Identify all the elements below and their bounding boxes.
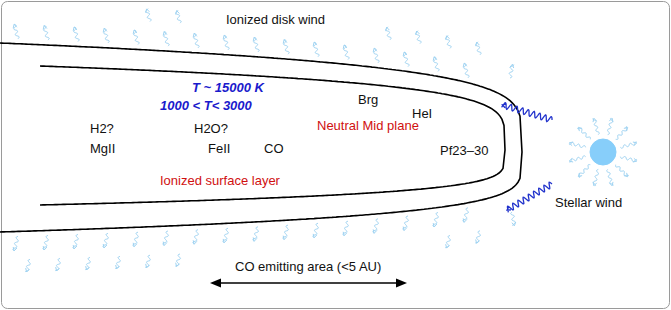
wind-squiggle (578, 165, 590, 178)
co-extent-arrow (210, 279, 407, 288)
wind-squiggle (463, 63, 469, 78)
wind-squiggle (433, 57, 439, 72)
wind-squiggle (193, 230, 198, 245)
wind-squiggle (253, 227, 258, 242)
label: Neutral Mid plane (315, 118, 421, 133)
label: CO (262, 141, 286, 156)
wind-squiggle (163, 32, 169, 46)
wind-squiggle (73, 235, 78, 249)
wind-squiggles (13, 9, 516, 272)
extent-line (218, 282, 399, 284)
arrowhead (210, 279, 221, 288)
wind-squiggle (283, 40, 289, 55)
wind-squiggle (223, 228, 228, 243)
wind-squiggle (313, 223, 318, 238)
wind-squiggle (43, 236, 48, 251)
wind-squiggle (103, 28, 109, 43)
wind-squiggle (446, 35, 452, 48)
neutral-midplane-boundary (40, 66, 505, 205)
wind-squiggle (403, 52, 409, 67)
wind-squiggle (616, 126, 628, 139)
label: FeII (206, 141, 232, 156)
wind-squiggle (373, 219, 378, 234)
wind-squiggle (103, 233, 108, 248)
wind-squiggle (608, 118, 614, 135)
label: Stellar wind (553, 195, 624, 210)
wind-squiggle (403, 216, 408, 231)
disk-outer-surface (0, 43, 522, 232)
arrowhead (396, 279, 407, 288)
wind-squiggle (416, 31, 422, 44)
wind-squiggle (85, 258, 90, 271)
wind-squiggle (145, 255, 150, 268)
wind-squiggle (620, 157, 637, 163)
wind-squiggle (445, 236, 450, 249)
label: Ionized disk wind (224, 12, 327, 27)
wind-squiggle (146, 9, 152, 22)
wind-squiggle (313, 42, 319, 57)
label: T ~ 15000 K (190, 80, 266, 95)
label: MgII (88, 141, 117, 156)
wind-squiggle (607, 169, 614, 185)
label: H2O? (192, 121, 230, 136)
wind-squiggle (13, 236, 18, 251)
label: H2? (88, 121, 116, 136)
wind-squiggle (475, 231, 480, 244)
wind-squiggle (43, 26, 49, 40)
label: Brg (356, 92, 380, 107)
wind-squiggle (386, 27, 392, 40)
wind-squiggle (569, 156, 585, 163)
wind-squiggle (620, 142, 636, 149)
wind-squiggle (223, 35, 229, 50)
wind-squiggle (616, 165, 629, 177)
wind-squiggle (343, 221, 348, 236)
wind-squiggle (569, 142, 586, 148)
wind-squiggle (577, 127, 590, 139)
wind-squiggle (133, 30, 139, 45)
wind-squiggle (133, 232, 138, 247)
wind-squiggle (175, 254, 180, 267)
label: Ionized surface layer (158, 173, 282, 188)
wind-squiggle (193, 33, 199, 48)
label: Pf23–30 (438, 143, 490, 158)
wind-squiggle (463, 208, 468, 223)
wind-squiggle (283, 225, 288, 240)
star (590, 139, 616, 165)
wind-squiggle (115, 256, 120, 269)
wind-squiggle (253, 37, 259, 52)
wind-squiggle (476, 42, 482, 55)
wind-squiggle (25, 259, 30, 272)
wind-squiggle (55, 259, 60, 272)
wind-squiggle (343, 45, 349, 60)
wind-squiggle (176, 10, 182, 23)
wind-squiggle (593, 118, 600, 134)
wind-squiggle (509, 64, 514, 78)
stellar-wind-rays (569, 118, 637, 186)
wind-squiggle (13, 24, 19, 39)
wind-squiggle (73, 27, 79, 42)
wind-squiggle (502, 103, 553, 122)
wind-squiggle (507, 182, 552, 212)
label: CO emitting area (<5 AU) (233, 259, 383, 274)
label: 1000 < T< 3000 (158, 98, 254, 113)
uv-photons (502, 103, 553, 213)
wind-squiggle (373, 48, 379, 63)
wind-squiggle (593, 169, 599, 186)
wind-squiggle (511, 212, 516, 226)
wind-squiggle (433, 213, 438, 228)
wind-squiggle (163, 231, 168, 246)
